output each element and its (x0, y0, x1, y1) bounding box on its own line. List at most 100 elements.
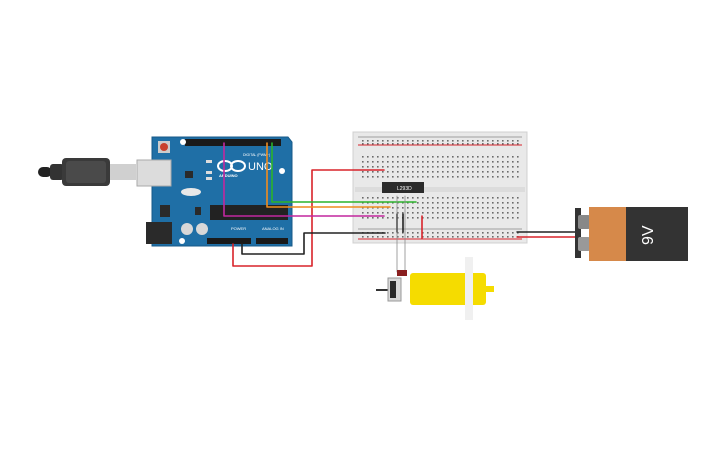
breadboard-hole[interactable] (432, 143, 434, 145)
breadboard-hole[interactable] (417, 140, 419, 142)
breadboard-hole[interactable] (372, 140, 374, 142)
breadboard-hole[interactable] (512, 176, 514, 178)
breadboard-hole[interactable] (407, 202, 409, 204)
breadboard-hole[interactable] (417, 166, 419, 168)
breadboard-hole[interactable] (497, 197, 499, 199)
breadboard-hole[interactable] (422, 202, 424, 204)
breadboard-hole[interactable] (397, 207, 399, 209)
breadboard-hole[interactable] (362, 202, 364, 204)
breadboard-hole[interactable] (492, 156, 494, 158)
breadboard-hole[interactable] (387, 217, 389, 219)
breadboard-hole[interactable] (427, 171, 429, 173)
breadboard-hole[interactable] (512, 140, 514, 142)
breadboard-hole[interactable] (362, 156, 364, 158)
breadboard-hole[interactable] (447, 212, 449, 214)
breadboard-hole[interactable] (477, 212, 479, 214)
breadboard-hole[interactable] (427, 166, 429, 168)
breadboard-hole[interactable] (417, 212, 419, 214)
breadboard-hole[interactable] (472, 197, 474, 199)
breadboard-hole[interactable] (392, 212, 394, 214)
breadboard-hole[interactable] (517, 140, 519, 142)
breadboard-hole[interactable] (497, 212, 499, 214)
breadboard-hole[interactable] (502, 217, 504, 219)
breadboard-hole[interactable] (467, 176, 469, 178)
breadboard-hole[interactable] (417, 202, 419, 204)
breadboard-hole[interactable] (447, 143, 449, 145)
breadboard-hole[interactable] (412, 176, 414, 178)
breadboard-hole[interactable] (407, 212, 409, 214)
breadboard-hole[interactable] (507, 176, 509, 178)
breadboard-hole[interactable] (502, 202, 504, 204)
breadboard-hole[interactable] (512, 197, 514, 199)
breadboard-hole[interactable] (422, 156, 424, 158)
breadboard-hole[interactable] (452, 161, 454, 163)
breadboard-hole[interactable] (407, 166, 409, 168)
breadboard-hole[interactable] (452, 166, 454, 168)
breadboard-hole[interactable] (477, 161, 479, 163)
breadboard-hole[interactable] (387, 166, 389, 168)
breadboard-hole[interactable] (427, 161, 429, 163)
breadboard-hole[interactable] (377, 161, 379, 163)
breadboard-hole[interactable] (417, 197, 419, 199)
breadboard-hole[interactable] (487, 207, 489, 209)
breadboard-hole[interactable] (362, 217, 364, 219)
breadboard-hole[interactable] (402, 166, 404, 168)
breadboard-hole[interactable] (427, 197, 429, 199)
breadboard-hole[interactable] (487, 217, 489, 219)
wire-orange-signal[interactable] (266, 142, 391, 208)
breadboard-hole[interactable] (387, 140, 389, 142)
breadboard-hole[interactable] (367, 207, 369, 209)
l293d-driver-chip[interactable]: L293D (382, 182, 424, 193)
breadboard-hole[interactable] (392, 166, 394, 168)
breadboard-hole[interactable] (422, 176, 424, 178)
breadboard-hole[interactable] (517, 207, 519, 209)
breadboard-hole[interactable] (387, 236, 389, 238)
breadboard-hole[interactable] (462, 171, 464, 173)
dc-gear-motor[interactable] (376, 257, 494, 320)
breadboard-hole[interactable] (407, 156, 409, 158)
breadboard-hole[interactable] (367, 202, 369, 204)
breadboard-hole[interactable] (382, 171, 384, 173)
breadboard-hole[interactable] (457, 217, 459, 219)
breadboard-hole[interactable] (447, 140, 449, 142)
breadboard-hole[interactable] (502, 166, 504, 168)
breadboard-hole[interactable] (497, 176, 499, 178)
breadboard-hole[interactable] (487, 161, 489, 163)
breadboard-hole[interactable] (512, 166, 514, 168)
breadboard-hole[interactable] (402, 171, 404, 173)
breadboard-hole[interactable] (487, 166, 489, 168)
breadboard-hole[interactable] (407, 171, 409, 173)
breadboard-hole[interactable] (382, 166, 384, 168)
breadboard-hole[interactable] (382, 140, 384, 142)
breadboard-hole[interactable] (397, 212, 399, 214)
breadboard-hole[interactable] (462, 232, 464, 234)
breadboard-hole[interactable] (477, 166, 479, 168)
breadboard-hole[interactable] (457, 197, 459, 199)
breadboard-hole[interactable] (462, 217, 464, 219)
breadboard-hole[interactable] (462, 176, 464, 178)
breadboard-hole[interactable] (412, 236, 414, 238)
breadboard-hole[interactable] (407, 207, 409, 209)
breadboard-hole[interactable] (512, 232, 514, 234)
breadboard-hole[interactable] (452, 171, 454, 173)
breadboard-hole[interactable] (512, 217, 514, 219)
breadboard-hole[interactable] (402, 143, 404, 145)
breadboard-hole[interactable] (387, 197, 389, 199)
breadboard-hole[interactable] (462, 197, 464, 199)
breadboard-hole[interactable] (452, 140, 454, 142)
breadboard-hole[interactable] (462, 166, 464, 168)
breadboard-hole[interactable] (492, 212, 494, 214)
breadboard-hole[interactable] (412, 197, 414, 199)
breadboard-hole[interactable] (487, 143, 489, 145)
breadboard-hole[interactable] (382, 156, 384, 158)
breadboard-hole[interactable] (367, 161, 369, 163)
breadboard-hole[interactable] (427, 207, 429, 209)
breadboard-hole[interactable] (442, 156, 444, 158)
breadboard-hole[interactable] (462, 212, 464, 214)
breadboard-hole[interactable] (392, 143, 394, 145)
breadboard-hole[interactable] (372, 236, 374, 238)
breadboard-hole[interactable] (517, 166, 519, 168)
breadboard-hole[interactable] (387, 161, 389, 163)
wire-green-signal[interactable] (271, 142, 417, 203)
breadboard-hole[interactable] (377, 202, 379, 204)
